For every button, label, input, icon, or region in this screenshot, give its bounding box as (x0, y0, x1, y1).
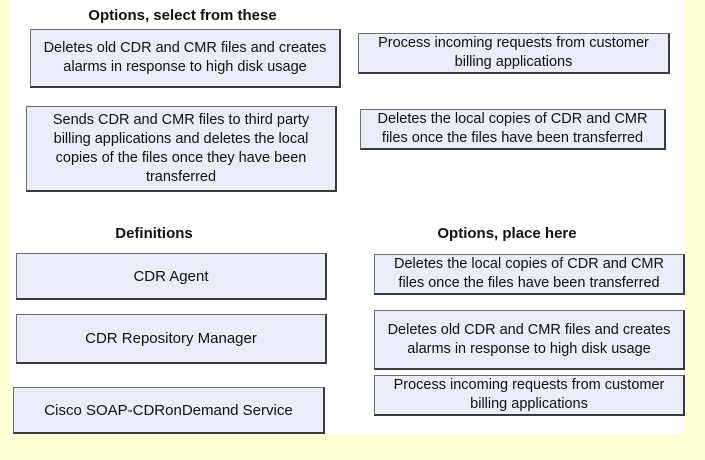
definition-cdr-agent: CDR Agent (16, 253, 327, 300)
drop-target-cdr-agent[interactable]: Deletes the local copies of CDR and CMR … (374, 254, 685, 295)
drop-target-cisco-soap-cdrondemand[interactable]: Process incoming requests from customer … (374, 375, 685, 416)
source-option-process-requests[interactable]: Process incoming requests from customer … (358, 33, 670, 74)
drop-target-cdr-repository-manager[interactable]: Deletes old CDR and CMR files and create… (374, 310, 685, 370)
source-option-delete-local-copies[interactable]: Deletes the local copies of CDR and CMR … (360, 109, 666, 150)
definition-cdr-repository-manager: CDR Repository Manager (16, 314, 327, 364)
source-option-delete-old-files[interactable]: Deletes old CDR and CMR files and create… (30, 29, 341, 88)
source-option-send-and-delete[interactable]: Sends CDR and CMR files to third party b… (26, 106, 337, 192)
options-place-heading: Options, place here (437, 225, 577, 242)
options-select-heading: Options, select from these (88, 7, 277, 24)
definitions-heading: Definitions (115, 225, 193, 242)
definition-cisco-soap-cdrondemand: Cisco SOAP-CDRonDemand Service (13, 387, 325, 434)
